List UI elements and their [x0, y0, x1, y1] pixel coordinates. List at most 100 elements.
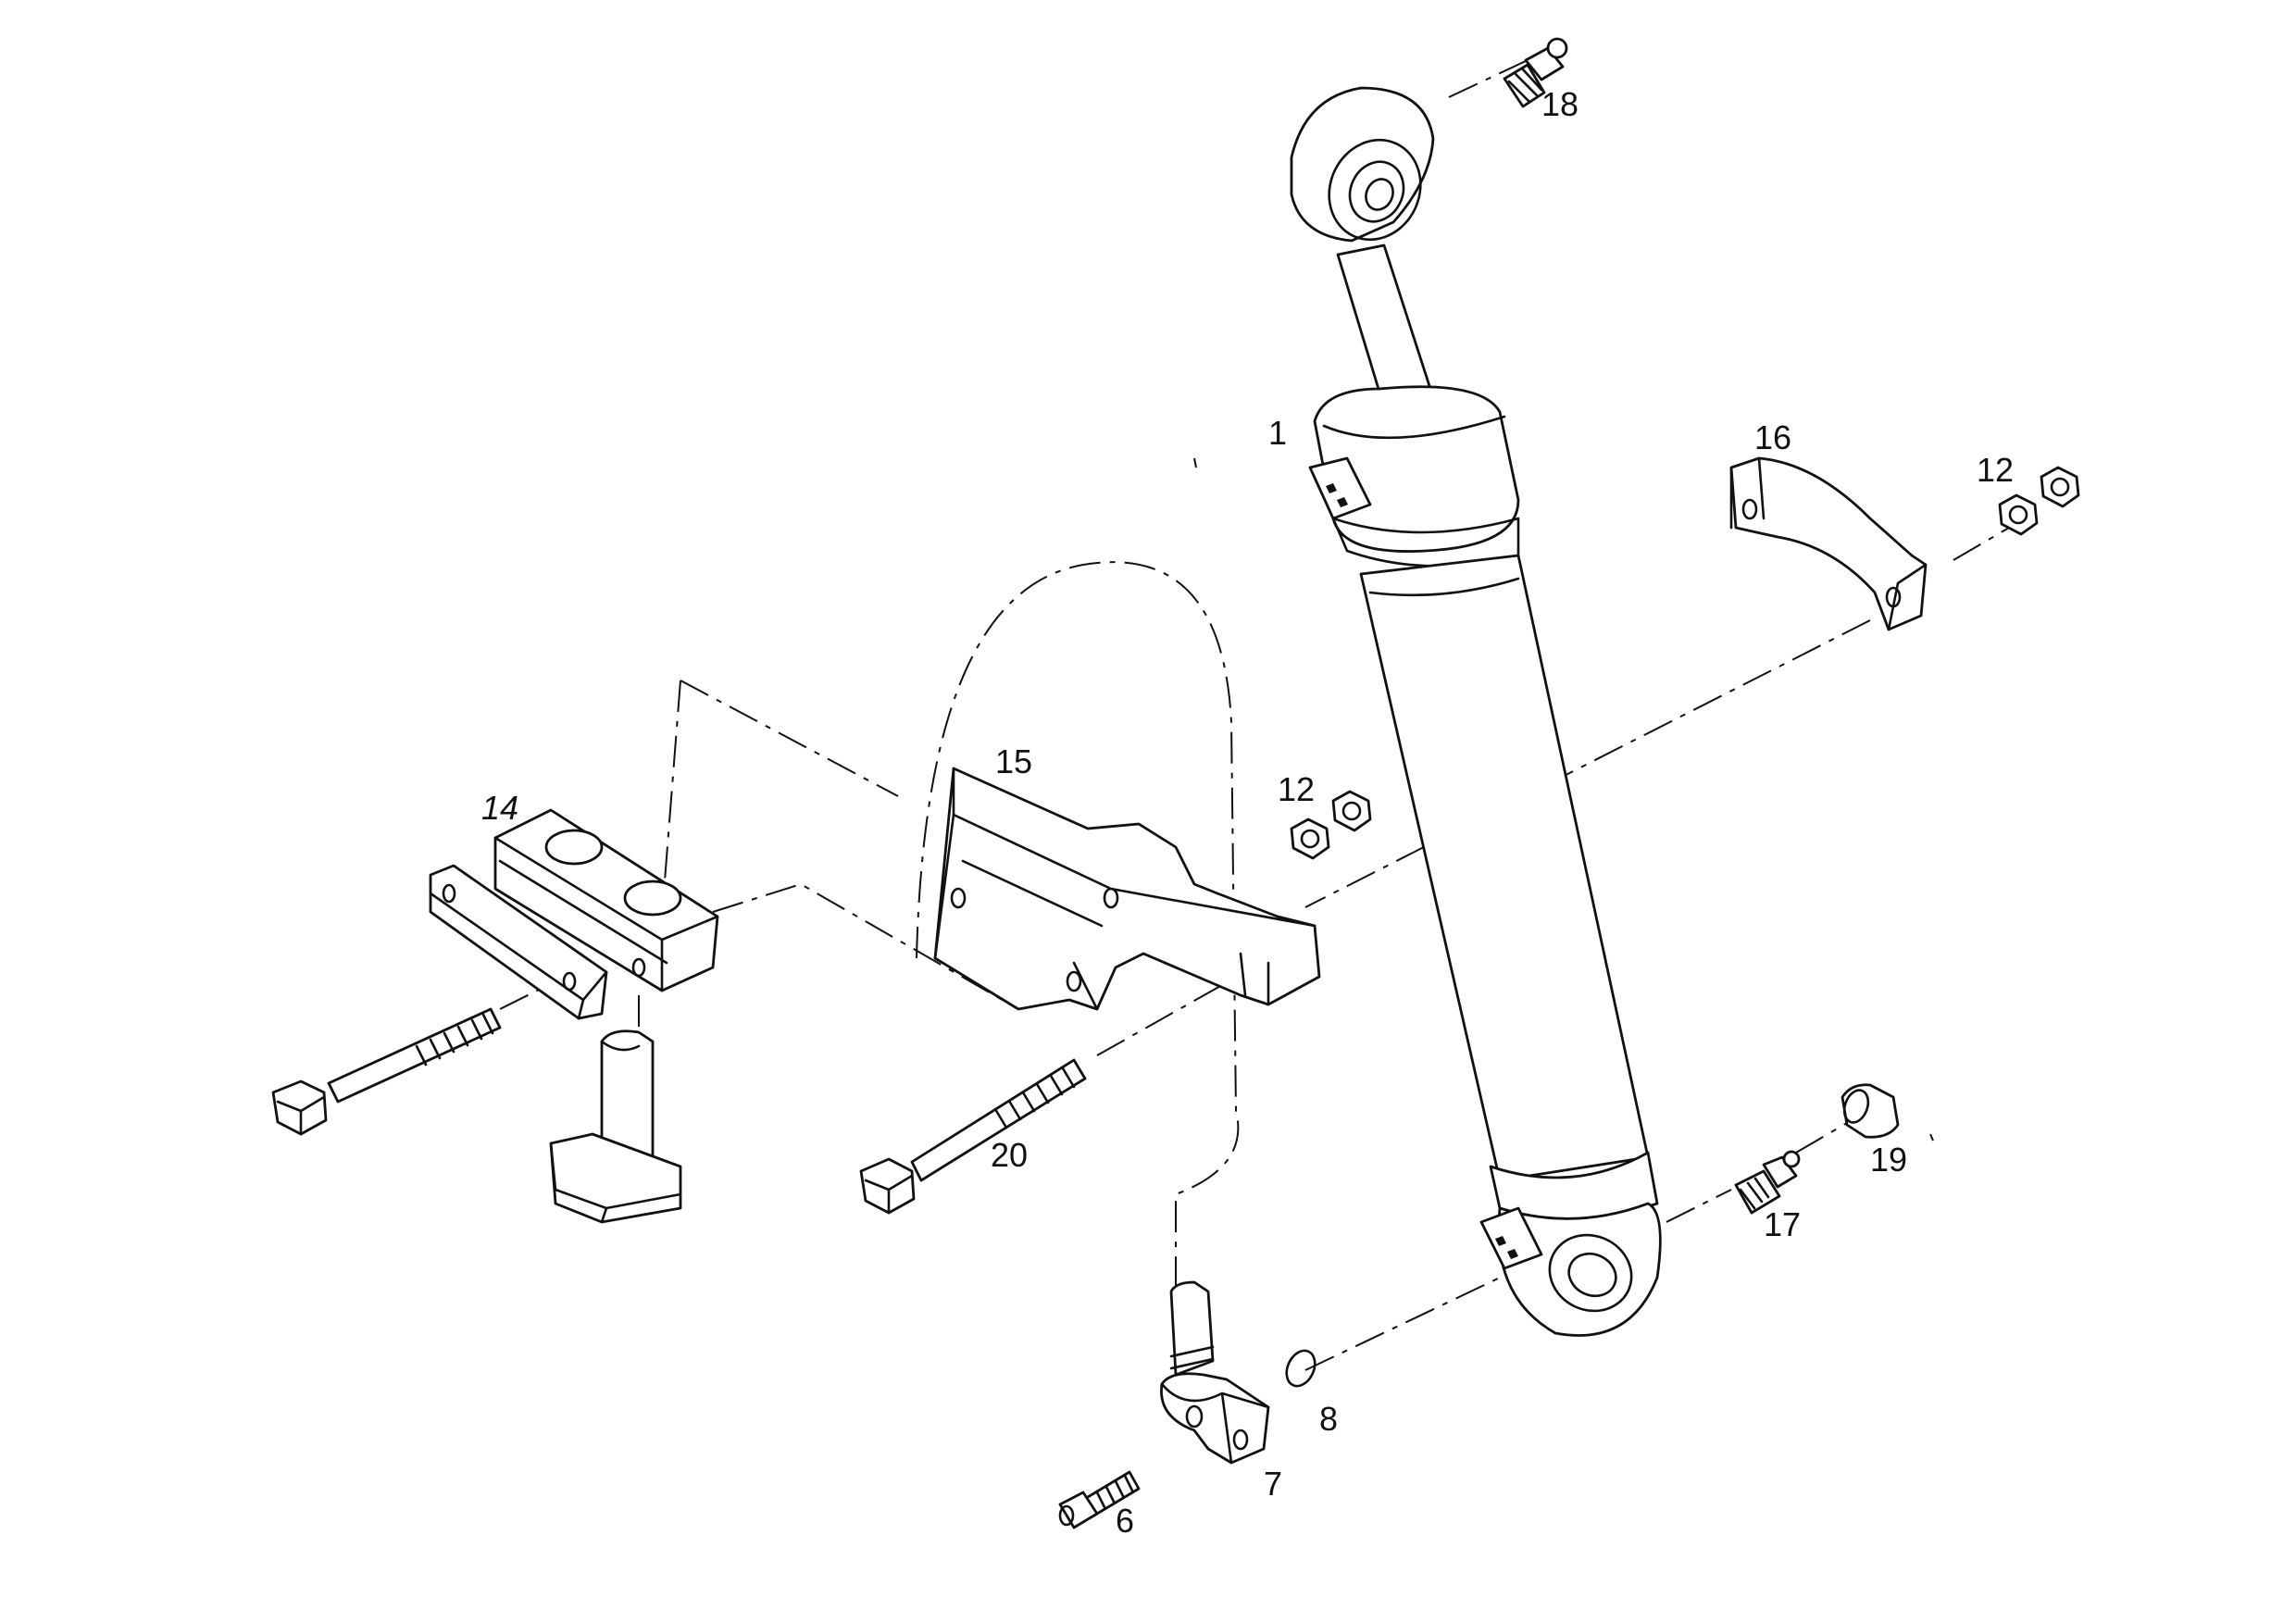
- nut-pair-middle: [1290, 790, 1372, 860]
- barrel-top-band: [1368, 577, 1520, 597]
- nut-pair-right: [1998, 466, 2080, 536]
- clamp-bracket-hole-right: [1885, 586, 1902, 608]
- callout-16: 16: [1754, 418, 1791, 456]
- mounting-pin-foot-edges: [549, 1142, 682, 1224]
- base-port-holes: [1495, 1236, 1518, 1259]
- nut-middle-1: [1290, 817, 1330, 860]
- clamp-bracket-hole-left: [1741, 498, 1758, 520]
- cover-plate-hole-2: [562, 971, 577, 992]
- leader-cap-19: [1795, 1119, 1853, 1154]
- nut-right-1: [1998, 493, 2039, 536]
- protective-cap-rim: [1842, 1089, 1870, 1124]
- clamp-block-bore-1: [544, 829, 604, 866]
- elbow-fitting-hole: [1185, 1404, 1204, 1429]
- mounting-bracket-body: [933, 767, 1321, 1011]
- top-eye-bearing-outer: [1328, 138, 1422, 242]
- grease-nipple-top-thread: [1507, 68, 1543, 104]
- top-rod-eye: [1290, 86, 1435, 243]
- mounting-pin-foot: [549, 1132, 682, 1224]
- head-port-block: [1308, 456, 1372, 520]
- mounting-pin-top-edge: [600, 1040, 641, 1052]
- grease-nipple-bottom-body: [1734, 1169, 1781, 1215]
- grease-nipple-bottom-hex: [1762, 1155, 1798, 1189]
- mounting-bracket-block-edges: [1239, 952, 1270, 1006]
- gland-ring: [1331, 517, 1520, 568]
- leader-block-top: [680, 680, 899, 797]
- socket-cap-screw-head: [1058, 1491, 1099, 1529]
- mounting-pin: [549, 1029, 682, 1224]
- grease-nipple-top: [1503, 37, 1568, 108]
- bottom-eye-bearing-outer: [1548, 1233, 1633, 1313]
- cover-plate-edges: [429, 892, 608, 1020]
- callout-15: 15: [995, 742, 1032, 780]
- leader-clamp-to-bracket: [1304, 619, 1871, 908]
- nut-right-2: [2040, 466, 2080, 508]
- callout-8: 8: [1319, 1400, 1338, 1438]
- clamp-bracket-edges: [1729, 456, 1928, 631]
- grease-nipple-bottom-thread: [1739, 1177, 1770, 1210]
- grease-nipple-top-body: [1503, 63, 1546, 108]
- long-bolt-left-shank: [327, 1007, 502, 1104]
- top-eye-bore: [1365, 178, 1394, 211]
- gland-head-rim: [1322, 415, 1506, 440]
- grease-nipple-bottom: [1734, 1150, 1801, 1215]
- nut-middle-2: [1331, 790, 1372, 832]
- leader-block-drop: [661, 680, 681, 917]
- long-bolt-20-head-facets: [864, 1174, 914, 1215]
- long-bolt-left-head-facets: [276, 1095, 326, 1136]
- clamp-block-bolt-hole: [631, 957, 646, 978]
- mounting-bracket: [933, 767, 1321, 1011]
- callout-6: 6: [1116, 1502, 1134, 1540]
- callout-12-middle: 12: [1278, 770, 1315, 808]
- socket-cap-screw-socket: [1058, 1504, 1075, 1527]
- grease-nipple-top-tip: [1546, 37, 1568, 59]
- protective-cap-body: [1841, 1083, 1900, 1139]
- mounting-bracket-groove: [961, 859, 1104, 928]
- socket-cap-screw-thread: [1095, 1474, 1134, 1509]
- elbow-fitting-flange: [1160, 1372, 1270, 1465]
- leader-grease-nipple-bottom: [1666, 1189, 1732, 1223]
- callout-14: 14: [481, 789, 518, 827]
- assembly-leader-lines: [499, 59, 2010, 1371]
- cylinder-barrel: [1359, 554, 1650, 1182]
- bottom-eye-bearing-inner: [1567, 1252, 1617, 1298]
- mounting-bracket-hole-1: [950, 887, 967, 909]
- callout-20: 20: [991, 1136, 1028, 1174]
- leader-block-mid: [712, 882, 1019, 1010]
- elbow-fitting: [1160, 1280, 1270, 1465]
- callout-17: 17: [1764, 1205, 1801, 1243]
- protective-cap: [1841, 1083, 1900, 1139]
- callout-12-right: 12: [1977, 451, 2014, 489]
- elbow-fitting-tube: [1169, 1280, 1215, 1377]
- callout-1: 1: [1268, 414, 1287, 452]
- head-port-holes: [1326, 483, 1348, 507]
- long-bolt-20-thread: [993, 1067, 1076, 1129]
- leader-oring-to-eye: [1304, 1277, 1501, 1371]
- o-ring: [1285, 1349, 1316, 1388]
- clamp-block-split-line: [498, 859, 668, 965]
- leader-grease-nipple-top: [1448, 59, 1529, 98]
- elbow-fitting-flange-hole: [1232, 1429, 1249, 1451]
- callout-19: 19: [1870, 1141, 1907, 1179]
- mounting-bracket-leg-edge: [1072, 961, 1099, 1011]
- nut-middle-1-bore: [1300, 829, 1320, 849]
- clamp-block-bore-2: [623, 880, 682, 917]
- nut-right-2-bore: [2050, 477, 2070, 497]
- long-bolt-left: [271, 1007, 502, 1136]
- clamp-bracket-body: [1729, 456, 1928, 631]
- clamp-block-edges: [493, 836, 719, 992]
- tick-mark-top: [1193, 457, 1197, 468]
- callout-18: 18: [1541, 85, 1578, 123]
- base-port-block: [1479, 1206, 1543, 1270]
- o-ring-ellipse: [1285, 1349, 1316, 1388]
- long-bolt-20: [859, 1058, 1087, 1215]
- tick-mark-right: [1929, 1133, 1934, 1142]
- callout-7: 7: [1264, 1465, 1282, 1503]
- leader-nuts-right: [1953, 527, 2010, 561]
- elbow-fitting-tube-bands: [1169, 1345, 1215, 1370]
- cover-plate-body: [429, 864, 608, 1020]
- socket-cap-screw: [1058, 1470, 1141, 1529]
- long-bolt-left-head: [271, 1079, 328, 1136]
